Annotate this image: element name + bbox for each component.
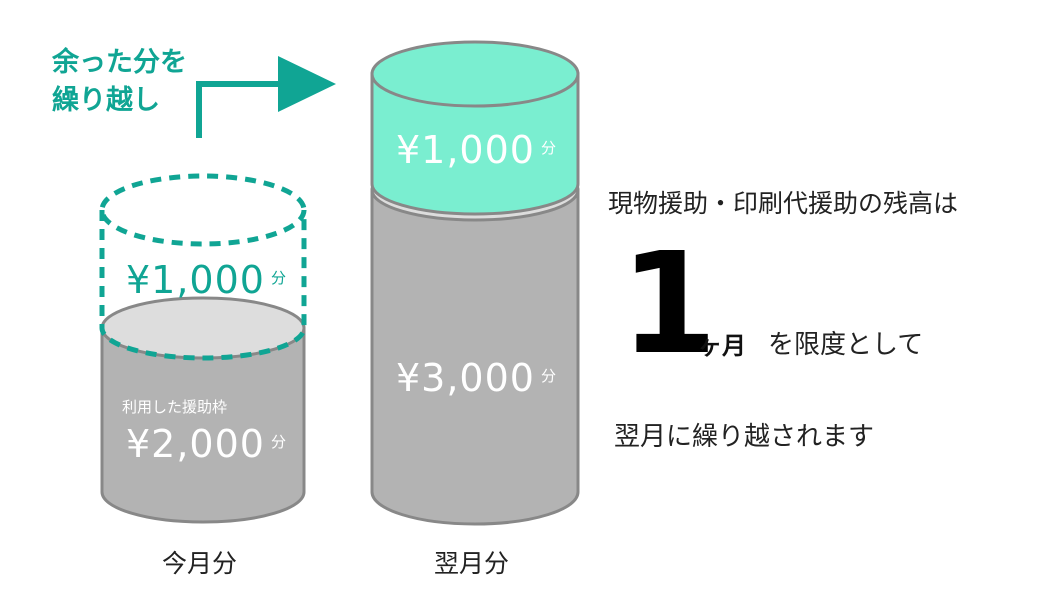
amount-unit: 分 <box>270 269 286 287</box>
used-allowance-caption: 利用した援助枠 <box>122 398 228 416</box>
amount-unit: 分 <box>270 433 286 451</box>
this-month-used-amount: ¥2,000 分 <box>126 422 286 466</box>
info-big-number: 1 <box>620 223 718 386</box>
next-month-base-amount: ¥3,000 分 <box>396 356 556 400</box>
info-balance-text: 現物援助・印刷代援助の残高は <box>608 189 959 218</box>
next-month-carried-cylinder <box>370 40 580 216</box>
carry-over-label: 余った分を 繰り越し <box>52 44 187 120</box>
amount-unit: 分 <box>540 367 556 385</box>
right-angle-arrow-icon <box>196 56 336 138</box>
amount-value: ¥3,000 <box>396 356 535 400</box>
info-month-unit: ヶ月 <box>698 332 746 360</box>
info-limit-text: を限度として <box>768 330 924 360</box>
this-month-used-cylinder <box>100 296 306 524</box>
carry-over-label-line2: 繰り越し <box>52 85 160 116</box>
this-month-carryover-amount: ¥1,000 分 <box>126 258 286 302</box>
carry-over-label-line1: 余った分を <box>52 47 187 78</box>
this-month-leftover-dashed-cylinder <box>99 173 307 361</box>
amount-unit: 分 <box>540 139 556 157</box>
amount-value: ¥2,000 <box>126 422 265 466</box>
next-month-column-label: 翌月分 <box>434 549 510 578</box>
next-month-carried-amount: ¥1,000 分 <box>396 128 556 172</box>
amount-value: ¥1,000 <box>396 128 535 172</box>
amount-value: ¥1,000 <box>126 258 265 302</box>
this-month-column-label: 今月分 <box>162 549 238 578</box>
info-carryover-text: 翌月に繰り越されます <box>614 422 875 452</box>
